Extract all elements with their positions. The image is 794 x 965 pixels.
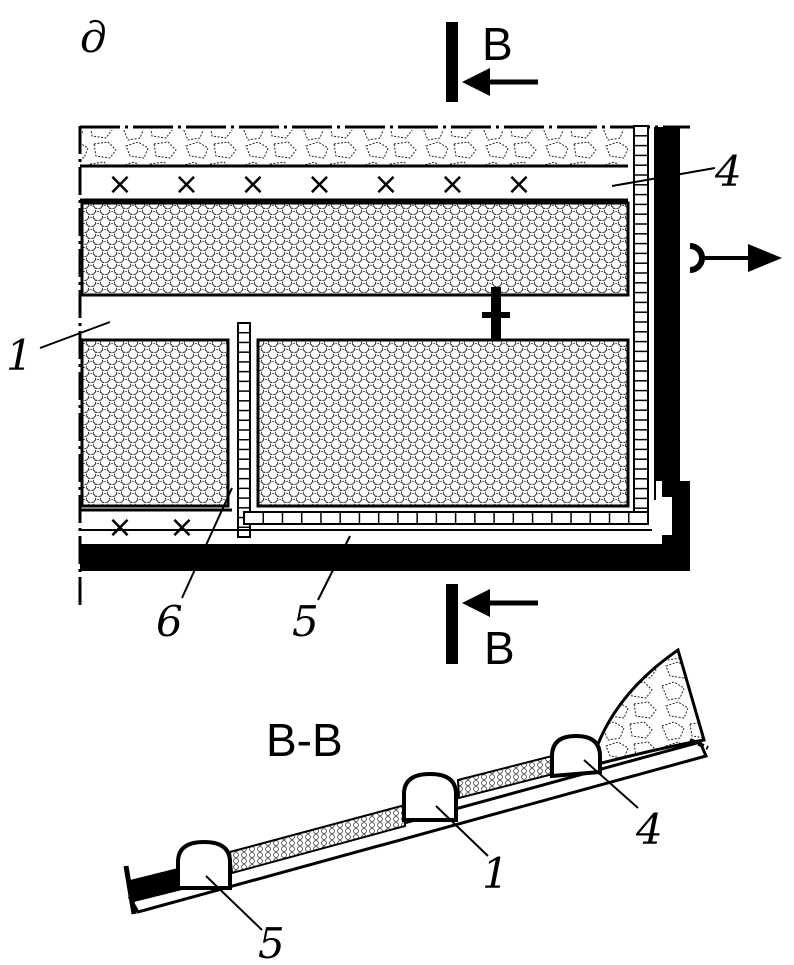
section-bar-top <box>446 22 458 102</box>
raise-crossbar <box>482 312 510 318</box>
label-5-section: 5 <box>258 919 285 965</box>
section-title: В-В <box>266 714 343 766</box>
label-4-plan: 4 <box>714 147 742 196</box>
x-mark: × <box>307 167 332 202</box>
label-1-plan: 1 <box>6 331 33 380</box>
x-mark: × <box>174 167 199 202</box>
section-arrow-icon <box>462 589 538 617</box>
timbered-passage-5 <box>243 511 649 525</box>
caved-rock-zone <box>82 130 628 166</box>
leader-6 <box>181 487 233 599</box>
x-mark: × <box>373 167 398 202</box>
cross-section-view: 5 1 4 <box>123 647 709 965</box>
timbered-passage-right <box>633 125 649 519</box>
label-5-plan: 5 <box>292 597 319 646</box>
x-marks-lower: ×× <box>107 510 194 545</box>
section-mark-bottom: В <box>446 584 538 674</box>
ore-block-lower-left <box>80 338 230 508</box>
drift-opening-5 <box>176 839 232 890</box>
caved-rock-fan <box>596 647 706 766</box>
x-mark: × <box>169 510 194 545</box>
section-arrow-icon <box>462 68 538 96</box>
leader-s1 <box>435 805 489 857</box>
section-bar-bottom <box>446 584 458 664</box>
section-letter-bottom: В <box>484 622 515 674</box>
leader-4 <box>611 167 716 187</box>
backfill-black <box>130 868 182 902</box>
label-1-section: 1 <box>482 849 509 898</box>
x-mark: × <box>107 510 132 545</box>
label-4-section: 4 <box>635 805 663 854</box>
x-mark: × <box>440 167 465 202</box>
label-6-plan: 6 <box>156 597 183 646</box>
timbered-passage-6 <box>237 322 251 538</box>
drift-opening-1 <box>402 771 458 822</box>
figure-letter: д <box>80 13 107 62</box>
ore-block-upper <box>80 201 630 297</box>
x-marks-upper: × × × × × × × <box>107 167 531 202</box>
drift-opening-4 <box>550 733 602 779</box>
leader-1 <box>39 321 111 349</box>
x-mark: × <box>107 167 132 202</box>
x-mark: × <box>240 167 265 202</box>
x-mark: × <box>506 167 531 202</box>
outer-wall <box>80 127 690 571</box>
ventilation-arrow-icon <box>689 243 782 273</box>
drift-middle <box>82 297 628 339</box>
ore-block-lower-right <box>256 338 630 508</box>
section-mark-top: В <box>446 18 538 102</box>
drift-upper <box>82 168 628 200</box>
section-letter-top: В <box>482 18 513 70</box>
leader-s5 <box>205 875 263 931</box>
leader-5 <box>317 535 351 601</box>
leader-s4 <box>583 759 639 809</box>
plan-view: ××××××× ×× <box>6 125 782 646</box>
